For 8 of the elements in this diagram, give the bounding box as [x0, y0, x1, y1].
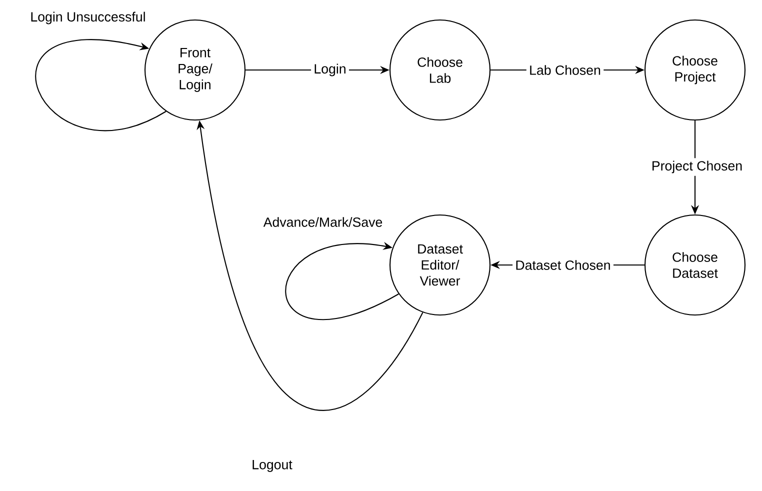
edge-label: Logout	[248, 457, 296, 475]
edge-label: Dataset Chosen	[512, 257, 614, 273]
edge-label: Login	[311, 61, 349, 79]
edge-label: Advance/Mark/Save	[260, 214, 386, 230]
arrow	[35, 40, 166, 131]
arrow	[285, 242, 399, 320]
edge-label: Lab Chosen	[526, 62, 604, 78]
edge-label: Project Chosen	[648, 158, 746, 176]
